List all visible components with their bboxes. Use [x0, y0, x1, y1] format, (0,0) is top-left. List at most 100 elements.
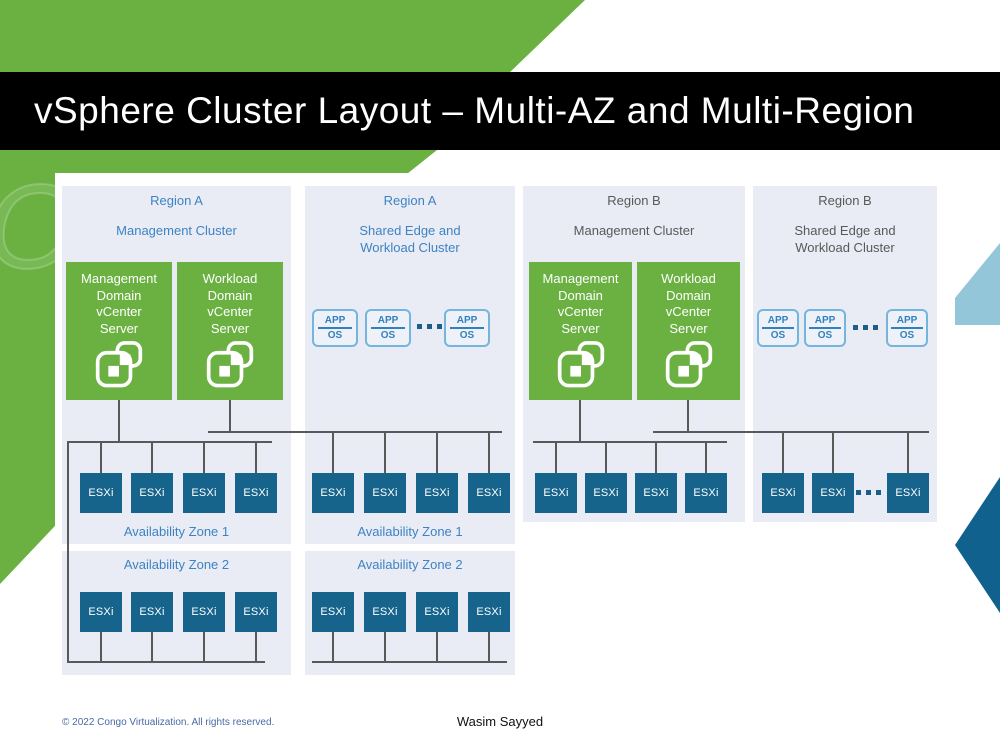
- region-label: Region A: [150, 193, 203, 208]
- cluster-label: Management Cluster: [573, 222, 695, 238]
- vcenter-server-box-management-b: Management Domain vCenter Server: [529, 262, 632, 400]
- panel-header-region-b-management: Region B Management Cluster: [523, 193, 745, 240]
- esxi-host-box: ESXi: [183, 592, 225, 632]
- esxi-host-box: ESXi: [468, 592, 510, 632]
- cluster-label: Shared Edge and Workload Cluster: [359, 222, 461, 255]
- esxi-label: ESXi: [424, 487, 450, 499]
- os-label: OS: [380, 330, 396, 341]
- esxi-host-box: ESXi: [635, 473, 677, 513]
- green-accent-left: On: [0, 172, 55, 584]
- esxi-host-box: ESXi: [416, 473, 458, 513]
- esxi-host-box: ESXi: [312, 592, 354, 632]
- esxi-host-box: ESXi: [812, 473, 854, 513]
- ellipsis-icon: [417, 324, 442, 329]
- app-label: APP: [317, 315, 353, 329]
- region-label: Region A: [383, 193, 437, 208]
- app-os-vm-box: APP OS: [312, 309, 358, 347]
- availability-zone-2-label: Availability Zone 2: [123, 557, 230, 572]
- region-label: Region B: [818, 193, 872, 208]
- esxi-label: ESXi: [424, 606, 450, 618]
- esxi-label: ESXi: [88, 606, 114, 618]
- esxi-label: ESXi: [820, 487, 846, 499]
- esxi-label: ESXi: [139, 487, 165, 499]
- os-label: OS: [459, 330, 475, 341]
- esxi-label: ESXi: [372, 606, 398, 618]
- cluster-label: Shared Edge and Workload Cluster: [794, 222, 896, 255]
- app-os-vm-box: APP OS: [757, 309, 799, 347]
- esxi-label: ESXi: [693, 487, 719, 499]
- availability-zone-2-label: Availability Zone 2: [357, 557, 463, 572]
- panel-header-region-a-management: Region A Management Cluster: [62, 193, 291, 240]
- footer-copyright: © 2022 Congo Virtualization. All rights …: [62, 717, 275, 728]
- esxi-label: ESXi: [139, 606, 165, 618]
- esxi-label: ESXi: [372, 487, 398, 499]
- app-os-vm-box: APP OS: [365, 309, 411, 347]
- os-label: OS: [327, 330, 343, 341]
- app-os-vm-box: APP OS: [444, 309, 490, 347]
- esxi-label: ESXi: [320, 487, 346, 499]
- esxi-host-box: ESXi: [131, 592, 173, 632]
- vcenter-server-box-management-a: Management Domain vCenter Server: [66, 262, 172, 400]
- availability-zone-1-label: Availability Zone 1: [357, 524, 463, 539]
- region-label: Region B: [607, 193, 661, 208]
- green-accent-mid: [0, 150, 437, 173]
- esxi-host-box: ESXi: [585, 473, 627, 513]
- esxi-label: ESXi: [476, 606, 502, 618]
- os-label: OS: [770, 330, 786, 341]
- esxi-host-box: ESXi: [80, 592, 122, 632]
- app-label: APP: [762, 315, 794, 329]
- vcenter-label: Management Domain vCenter Server: [542, 271, 619, 336]
- vcenter-label: Workload Domain vCenter Server: [661, 271, 716, 336]
- slide-title: vSphere Cluster Layout – Multi-AZ and Mu…: [34, 90, 915, 131]
- esxi-label: ESXi: [476, 487, 502, 499]
- esxi-label: ESXi: [320, 606, 346, 618]
- esxi-label: ESXi: [770, 487, 796, 499]
- vcenter-label: Management Domain vCenter Server: [81, 271, 157, 336]
- esxi-label: ESXi: [895, 487, 921, 499]
- esxi-host-box: ESXi: [312, 473, 354, 513]
- esxi-host-box: ESXi: [183, 473, 225, 513]
- esxi-host-box: ESXi: [235, 592, 277, 632]
- esxi-label: ESXi: [593, 487, 619, 499]
- esxi-host-box: ESXi: [468, 473, 510, 513]
- green-accent-top: [0, 0, 585, 72]
- os-label: OS: [899, 330, 915, 341]
- ellipsis-icon: [856, 490, 881, 495]
- esxi-host-box: ESXi: [364, 592, 406, 632]
- app-label: APP: [809, 315, 841, 329]
- panel-header-region-b-shared-edge: Region B Shared Edge and Workload Cluste…: [753, 193, 937, 257]
- esxi-label: ESXi: [643, 487, 669, 499]
- app-label: APP: [449, 315, 485, 329]
- app-os-vm-box: APP OS: [804, 309, 846, 347]
- vcenter-label: Workload Domain vCenter Server: [202, 271, 258, 336]
- esxi-label: ESXi: [543, 487, 569, 499]
- esxi-label: ESXi: [243, 487, 269, 499]
- esxi-host-box: ESXi: [685, 473, 727, 513]
- esxi-host-box: ESXi: [416, 592, 458, 632]
- accent-arrow-dark: [955, 477, 1000, 613]
- footer-author: Wasim Sayyed: [456, 714, 544, 729]
- cluster-label: Management Cluster: [116, 222, 237, 238]
- esxi-label: ESXi: [191, 487, 217, 499]
- esxi-host-box: ESXi: [364, 473, 406, 513]
- esxi-host-box: ESXi: [131, 473, 173, 513]
- os-label: OS: [817, 330, 833, 341]
- vcenter-server-box-workload-b: Workload Domain vCenter Server: [637, 262, 740, 400]
- background-watermark: On: [0, 172, 55, 296]
- vsphere-icon: [95, 340, 143, 387]
- vsphere-icon: [557, 340, 604, 387]
- app-label: APP: [891, 315, 923, 329]
- availability-zone-1-label: Availability Zone 1: [123, 524, 230, 539]
- app-label: APP: [370, 315, 406, 329]
- esxi-host-box: ESXi: [887, 473, 929, 513]
- esxi-label: ESXi: [191, 606, 217, 618]
- vsphere-icon: [665, 340, 712, 387]
- esxi-host-box: ESXi: [80, 473, 122, 513]
- panel-header-region-a-shared-edge: Region A Shared Edge and Workload Cluste…: [305, 193, 515, 257]
- esxi-label: ESXi: [88, 487, 114, 499]
- esxi-host-box: ESXi: [235, 473, 277, 513]
- vsphere-icon: [206, 340, 254, 387]
- title-bar: vSphere Cluster Layout – Multi-AZ and Mu…: [0, 72, 1000, 150]
- vcenter-server-box-workload-a: Workload Domain vCenter Server: [177, 262, 283, 400]
